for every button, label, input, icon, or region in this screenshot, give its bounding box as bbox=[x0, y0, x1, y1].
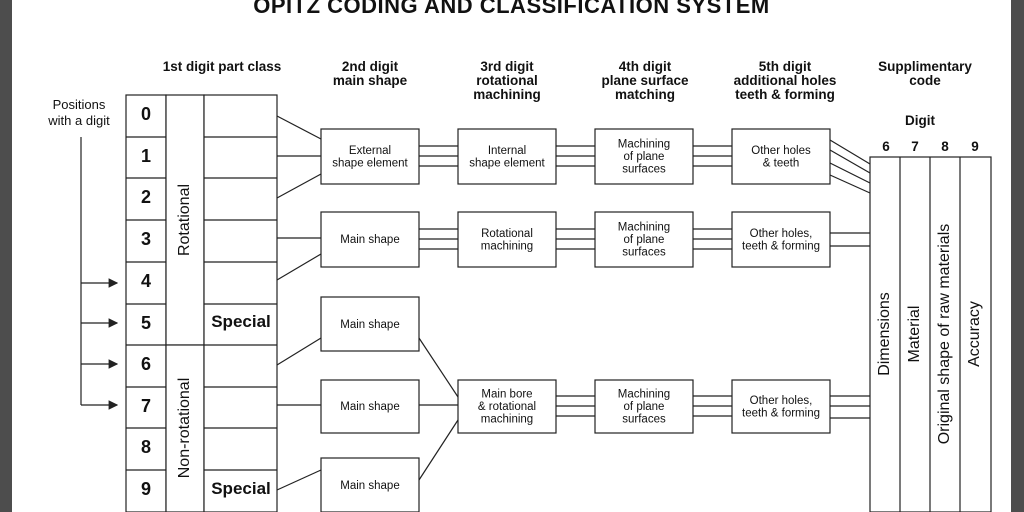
special-label-1: Special bbox=[211, 312, 271, 331]
supp-label-dimensions: Dimensions bbox=[876, 292, 893, 376]
supp-label-accuracy: Accuracy bbox=[966, 301, 983, 367]
supp-digit-label: Digit bbox=[905, 113, 935, 128]
digit-cell-4: 4 bbox=[140, 271, 151, 291]
box-main-bore-text-line1: Main bore bbox=[481, 389, 532, 401]
box-other-holes-forming-1 bbox=[731, 211, 831, 268]
box-holes-1-text-line2: & teeth bbox=[763, 157, 799, 169]
box-main-shape-3 bbox=[320, 457, 420, 512]
header-4th-digit: 4th digit plane surface matching bbox=[585, 59, 705, 103]
box-other-holes-teeth bbox=[731, 128, 831, 185]
box-plane-2-text-line3: surfaces bbox=[622, 247, 666, 259]
header-4th-line1: 4th digit bbox=[618, 59, 672, 74]
box-external-shape-element-text-line1: External bbox=[349, 145, 391, 157]
box-plane-3-text-line2: of plane bbox=[624, 401, 665, 413]
digit-cell-2: 2 bbox=[140, 187, 151, 207]
page-title: OPITZ CODING AND CLASSIFICATION SYSTEM bbox=[253, 0, 770, 18]
box-plane-3-text-line1: Machining bbox=[618, 389, 670, 401]
box-plane-1-text-line1: Machining bbox=[618, 139, 670, 151]
box-main-shape-2-text-line1: Main shape bbox=[340, 401, 399, 413]
box-main-shape-2 bbox=[320, 379, 420, 434]
box-plane-surfaces-1 bbox=[594, 128, 694, 185]
digit-cell-7: 7 bbox=[140, 395, 151, 416]
box-holes-3-text-line1: Other holes, bbox=[750, 395, 813, 407]
box-rotational-machining-text-line2: machining bbox=[481, 240, 533, 252]
label-non-rotational: Non-rotational bbox=[176, 377, 193, 479]
header-5th-line3: teeth & forming bbox=[735, 87, 835, 103]
box-external-shape-element-text-line2: shape element bbox=[332, 157, 408, 169]
supp-label-raw-materials: Original shape of raw materials bbox=[936, 223, 953, 445]
header-3rd-digit: 3rd digit rotational machining bbox=[447, 59, 567, 103]
box-plane-3-text-line3: surfaces bbox=[622, 414, 666, 426]
converge-line-3 bbox=[418, 419, 459, 481]
box-other-holes-forming-2 bbox=[731, 379, 831, 434]
box-main-bore-text-line3: machining bbox=[481, 414, 533, 426]
positions-label: Positions with a digit bbox=[34, 97, 124, 128]
header-3rd-line3: machining bbox=[473, 87, 541, 103]
box-internal-shape-element bbox=[457, 128, 557, 185]
supp-digit-7: 7 bbox=[911, 139, 919, 154]
supplementary-connectors bbox=[829, 139, 871, 419]
header-5th-digit: 5th digit additional holes teeth & formi… bbox=[720, 59, 850, 103]
supplementary-code-box bbox=[869, 156, 992, 512]
box-holes-1-text-line1: Other holes bbox=[751, 145, 811, 157]
header-2nd-line1: 2nd digit bbox=[341, 59, 399, 74]
box-internal-shape-text-line2: shape element bbox=[469, 157, 545, 169]
box-rotational-machining-text-line1: Rotational bbox=[481, 228, 533, 240]
box-main-bore-text-line2: & rotational bbox=[478, 401, 536, 413]
box-plane-1-text-line3: surfaces bbox=[622, 164, 666, 176]
box-main-shape-rot-text-line1: Main shape bbox=[340, 234, 399, 246]
box-main-shape-3-text-line1: Main shape bbox=[340, 480, 399, 492]
digit-cell-5: 5 bbox=[140, 312, 151, 333]
class-connectors bbox=[276, 115, 322, 491]
header-5th-line2: additional holes bbox=[733, 73, 837, 89]
box-internal-shape-text-line1: Internal bbox=[488, 145, 526, 157]
header-3rd-line1: 3rd digit bbox=[480, 59, 534, 74]
box-plane-1-text-line2: of plane bbox=[624, 151, 665, 163]
box-main-shape-rot bbox=[320, 211, 420, 268]
supp-digit-9: 9 bbox=[971, 139, 979, 154]
header-supp-line1: Supplimentary bbox=[878, 59, 972, 74]
box-connectors bbox=[419, 145, 732, 417]
label-rotational: Rotational bbox=[176, 183, 193, 257]
header-4th-line3: matching bbox=[614, 87, 675, 103]
supp-label-material: Material bbox=[906, 305, 923, 363]
box-holes-3-text-line2: teeth & forming bbox=[742, 407, 820, 419]
positions-label-line2: with a digit bbox=[48, 112, 110, 128]
box-main-shape-1 bbox=[320, 296, 420, 352]
box-main-shape-1-text-line1: Main shape bbox=[340, 319, 399, 331]
supp-digit-6: 6 bbox=[882, 139, 890, 154]
box-plane-2-text-line2: of plane bbox=[624, 234, 665, 246]
box-rotational-machining bbox=[457, 211, 557, 268]
box-holes-2-text-line2: teeth & forming bbox=[742, 240, 820, 252]
box-main-bore bbox=[457, 379, 557, 434]
box-holes-2-text-line1: Other holes, bbox=[750, 228, 813, 240]
box-plane-surfaces-2 bbox=[594, 211, 694, 268]
digit-cell-0: 0 bbox=[140, 104, 151, 124]
digit-cell-1: 1 bbox=[140, 145, 151, 166]
header-supplementary: Supplimentary code bbox=[865, 59, 985, 89]
header-5th-line1: 5th digit bbox=[758, 59, 812, 74]
diagram-sheet: OPITZ CODING AND CLASSIFICATION SYSTEM 1… bbox=[12, 0, 1011, 512]
header-4th-line2: plane surface bbox=[601, 73, 689, 89]
converge-line-1 bbox=[418, 337, 459, 398]
special-label-2: Special bbox=[211, 479, 271, 498]
header-3rd-line2: rotational bbox=[476, 73, 538, 89]
digit-cell-6: 6 bbox=[140, 354, 151, 374]
box-plane-2-text-line1: Machining bbox=[618, 222, 670, 234]
header-2nd-digit: 2nd digit main shape bbox=[310, 59, 430, 89]
digit-cell-9: 9 bbox=[140, 479, 151, 499]
box-plane-surfaces-3 bbox=[594, 379, 694, 434]
header-supp-line2: code bbox=[909, 73, 941, 89]
positions-label-line1: Positions bbox=[52, 97, 106, 112]
box-external-shape-element bbox=[320, 128, 420, 185]
header-2nd-line2: main shape bbox=[332, 73, 408, 89]
header-1st-digit: 1st digit part class bbox=[162, 59, 282, 74]
digit-column bbox=[125, 94, 167, 512]
supp-digit-8: 8 bbox=[941, 139, 949, 154]
non-rotational-class-box bbox=[165, 344, 205, 512]
digit-cell-3: 3 bbox=[140, 229, 151, 249]
digit-cell-8: 8 bbox=[140, 437, 151, 457]
